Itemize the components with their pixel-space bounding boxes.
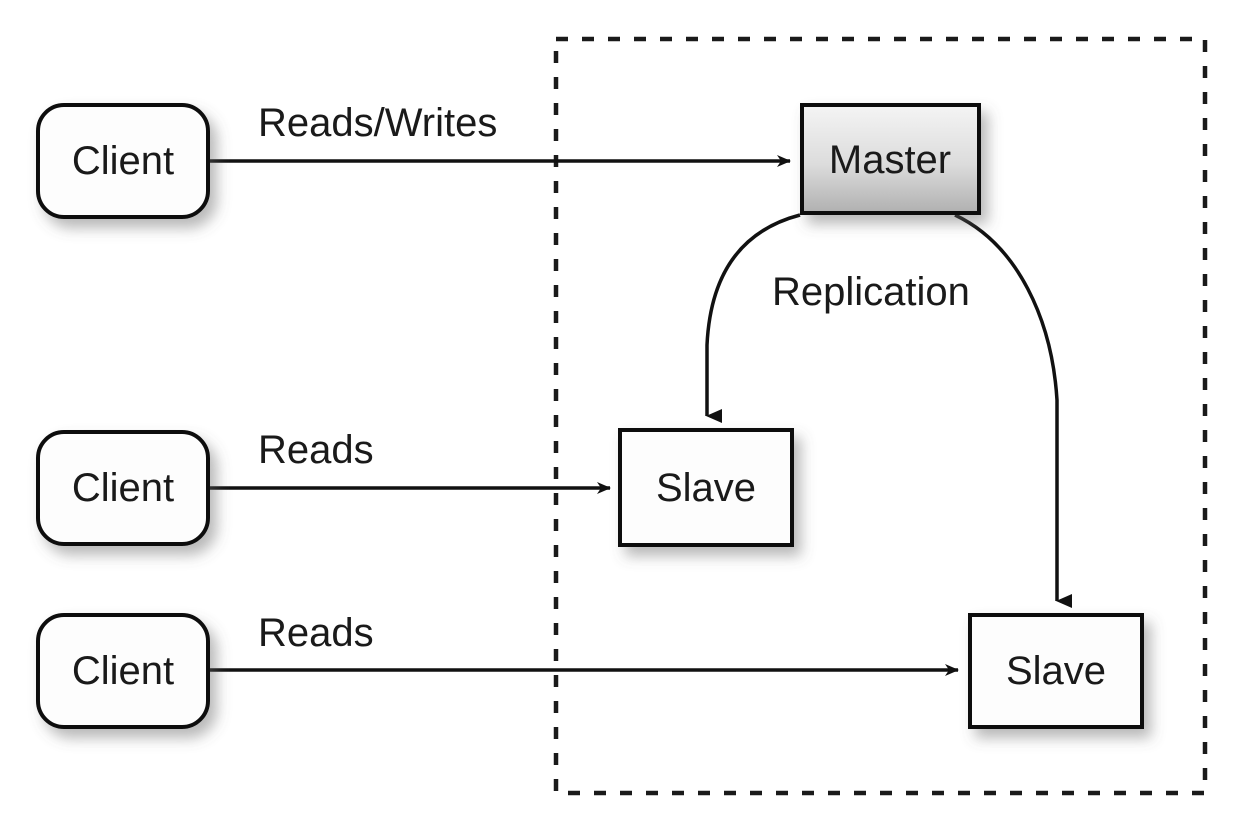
client-1-box[interactable]	[36, 103, 210, 219]
slave-1-box[interactable]	[618, 428, 794, 547]
node-client-3[interactable]: Client	[36, 613, 210, 729]
node-master[interactable]: Master	[800, 103, 981, 215]
edge-label-reads-1: Reads	[258, 428, 374, 472]
slave-2-box[interactable]	[968, 613, 1144, 729]
client-2-box[interactable]	[36, 430, 210, 546]
node-slave-1[interactable]: Slave	[618, 428, 794, 547]
client-2-label: Client	[72, 466, 174, 510]
node-client-1[interactable]: Client	[36, 103, 210, 219]
node-client-2[interactable]: Client	[36, 430, 210, 546]
replication-curve-right	[954, 213, 1072, 608]
master-label: Master	[829, 138, 951, 182]
edge-label-reads-writes: Reads/Writes	[258, 101, 497, 145]
slave-1-label: Slave	[656, 466, 756, 510]
edge-master-slaves	[705, 213, 1072, 608]
edge-label-reads-2: Reads	[258, 611, 374, 655]
client-1-label: Client	[72, 139, 174, 183]
client-3-label: Client	[72, 649, 174, 693]
database-cluster-boundary	[553, 36, 1208, 796]
replication-curve-left	[705, 213, 801, 423]
client-3-box[interactable]	[36, 613, 210, 729]
master-box[interactable]	[800, 103, 981, 215]
edge-label-replication: Replication	[772, 270, 970, 314]
node-slave-2[interactable]: Slave	[968, 613, 1144, 729]
slave-2-label: Slave	[1006, 649, 1106, 693]
